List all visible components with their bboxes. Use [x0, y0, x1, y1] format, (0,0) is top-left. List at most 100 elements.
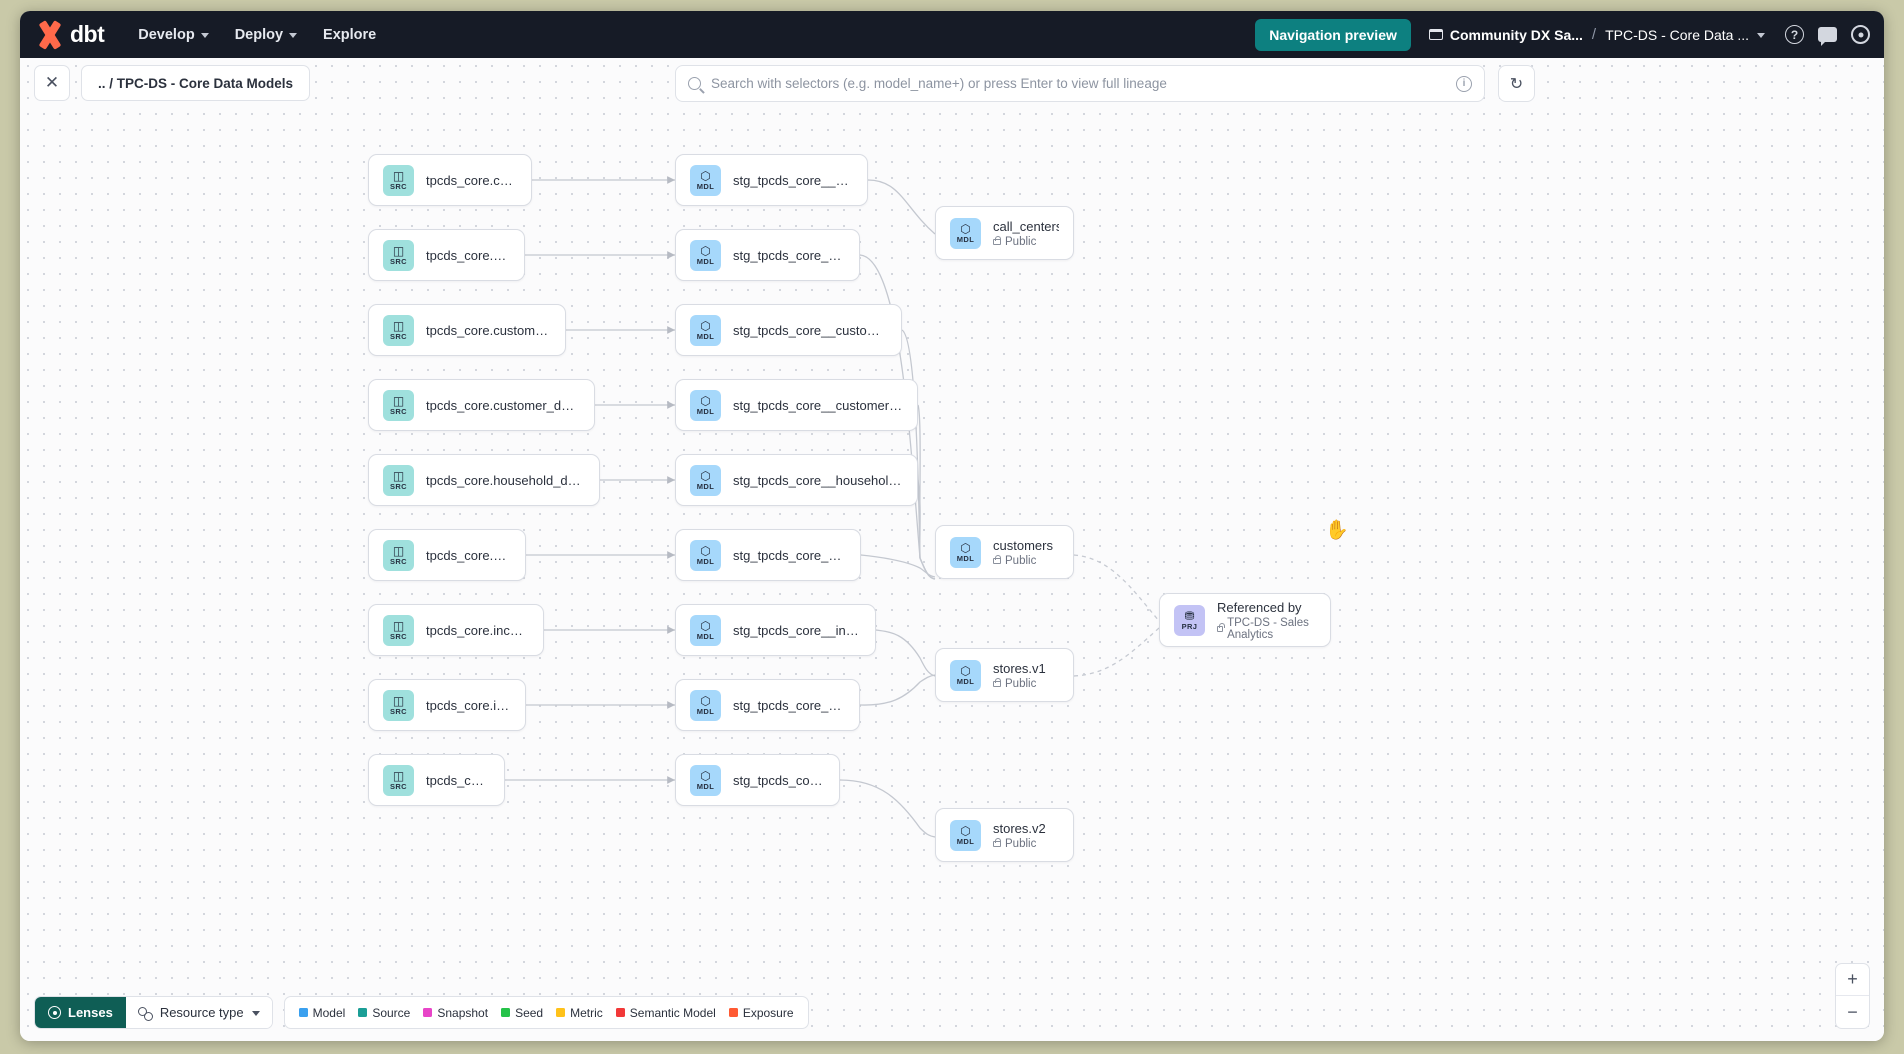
- mdl-badge-icon: ⬡MDL: [690, 539, 721, 571]
- feedback-icon[interactable]: [1818, 27, 1837, 46]
- legend-item-snapshot[interactable]: Snapshot: [423, 1006, 488, 1020]
- legend-swatch: [501, 1008, 511, 1017]
- mdl-badge-icon: ⬡MDL: [690, 464, 721, 496]
- node-label: stg_tpcds_core__customer_demogra…: [733, 397, 903, 413]
- model-node-staging-3[interactable]: ⬡MDLstg_tpcds_core__customer_demogra…: [675, 379, 918, 431]
- lock-icon: [993, 837, 1001, 847]
- node-label: tpcds_core.income_band: [426, 622, 529, 638]
- legend-label: Snapshot: [437, 1005, 489, 1020]
- node-title: stores.v1: [993, 660, 1046, 676]
- refresh-button[interactable]: ↻: [1498, 65, 1535, 102]
- breadcrumb-current-project[interactable]: .. / TPC-DS - Core Data Models: [81, 65, 311, 101]
- legend-item-model[interactable]: Model: [298, 1005, 346, 1020]
- legend-item-seed[interactable]: Seed: [501, 1006, 543, 1020]
- lens-icon: [48, 1006, 61, 1019]
- node-title: customers: [993, 537, 1053, 553]
- dbt-logo-text: dbt: [70, 21, 105, 47]
- legend-item-semantic-model[interactable]: Semantic Model: [615, 1005, 716, 1020]
- legend-item-source[interactable]: Source: [358, 1006, 410, 1020]
- node-label: tpcds_core.customer_demographics: [426, 397, 580, 413]
- info-icon[interactable]: i: [1456, 75, 1472, 92]
- src-badge-icon: ◫SRC: [383, 239, 414, 271]
- breadcrumb-separator: /: [1591, 26, 1597, 43]
- mdl-badge-icon: ⬡MDL: [950, 536, 981, 568]
- nav-item-deploy[interactable]: Deploy: [235, 27, 298, 43]
- src-badge-icon: ◫SRC: [383, 539, 414, 571]
- node-label: stg_tpcds_core__household_demogr…: [733, 472, 903, 488]
- close-button[interactable]: ✕: [34, 65, 70, 101]
- mdl-badge-icon: ⬡MDL: [950, 819, 981, 851]
- mdl-badge-icon: ⬡MDL: [690, 689, 721, 721]
- settings-icon[interactable]: [1851, 25, 1870, 44]
- breadcrumb-account[interactable]: Community DX Sa...: [1428, 26, 1583, 43]
- search-bar[interactable]: i: [675, 65, 1485, 102]
- node-label: stg_tpcds_core__call_center: [733, 172, 853, 188]
- source-node-3[interactable]: ◫SRC tpcds_core.customer_demographics: [368, 379, 595, 431]
- resource-type-icon: [137, 1006, 153, 1021]
- node-title: call_centers: [993, 218, 1059, 234]
- legend-label: Model: [312, 1005, 346, 1020]
- model-node-staging-4[interactable]: ⬡MDL stg_tpcds_core__household_demogr…: [675, 454, 918, 506]
- mdl-badge-icon: ⬡MDL: [690, 239, 721, 271]
- model-node-staging-5[interactable]: ⬡MDL stg_tpcds_core__date_dim: [675, 529, 861, 581]
- navigation-preview-button[interactable]: Navigation preview: [1255, 18, 1411, 51]
- zoom-in-button[interactable]: +: [1836, 964, 1869, 996]
- lock-icon: [1217, 622, 1226, 632]
- node-title: Referenced by: [1217, 599, 1302, 615]
- legend-item-metric[interactable]: Metric: [556, 1006, 603, 1020]
- breadcrumb-project[interactable]: TPC-DS - Core Data ...: [1605, 27, 1765, 43]
- src-badge-icon: ◫SRC: [383, 389, 414, 421]
- lineage-graph-canvas[interactable]: ◫SRCtpcds_core.call_center◫SRCtpcds_core…: [20, 58, 1884, 1041]
- chevron-down-icon: [200, 33, 209, 38]
- resource-type-dropdown[interactable]: Resource type: [125, 997, 272, 1028]
- legend-item-exposure[interactable]: Exposure: [728, 1005, 794, 1020]
- lenses-button[interactable]: Lenses: [35, 997, 126, 1028]
- lineage-edges: [505, 176, 1160, 838]
- lock-icon: [993, 235, 1001, 245]
- node-label: tpcds_core.household_demographics: [426, 472, 585, 488]
- source-node-6[interactable]: ◫SRC tpcds_core.income_band: [368, 604, 544, 656]
- grab-hand-cursor: ✋: [1325, 520, 1349, 541]
- lineage-toolbar: ✕ .. / TPC-DS - Core Data Models i ↻: [20, 58, 1884, 108]
- node-label: stg_tpcds_core__store: [733, 772, 825, 788]
- node-label: tpcds_core.customer_address: [426, 322, 551, 338]
- node-visibility: Public: [993, 837, 1046, 850]
- search-input[interactable]: [711, 76, 1446, 91]
- node-label: stg_tpcds_core__date_dim: [733, 547, 846, 563]
- breadcrumb-account-label: Community DX Sa...: [1449, 26, 1583, 43]
- top-navigation-bar: dbt Develop Deploy Explore Navigation pr…: [20, 11, 1884, 58]
- nav-item-develop[interactable]: Develop: [138, 27, 209, 43]
- nav-icon-group: ?: [1785, 25, 1870, 46]
- legend-label: Semantic Model: [629, 1005, 716, 1020]
- src-badge-icon: ◫SRC: [383, 614, 414, 646]
- dbt-logo[interactable]: dbt: [36, 21, 105, 48]
- help-icon[interactable]: ?: [1785, 25, 1804, 44]
- node-label: stg_tpcds_core__customer: [733, 247, 845, 263]
- model-node-staging-1[interactable]: ⬡MDL stg_tpcds_core__customer: [675, 229, 860, 281]
- zoom-out-button[interactable]: −: [1847, 1001, 1858, 1022]
- nav-item-explore-label: Explore: [323, 26, 377, 43]
- nav-item-explore[interactable]: Explore: [323, 27, 376, 43]
- legend-swatch: [728, 1008, 738, 1017]
- legend-label: Exposure: [742, 1005, 794, 1020]
- node-visibility: Public: [993, 554, 1053, 567]
- mdl-badge-icon: ⬡MDL: [690, 614, 721, 646]
- node-label: tpcds_core.call_center: [426, 172, 517, 188]
